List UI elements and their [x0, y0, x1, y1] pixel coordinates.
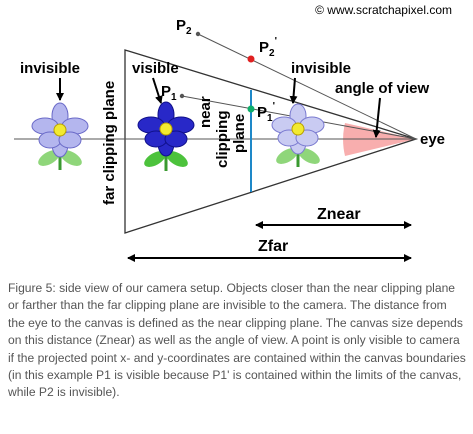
ray-p2	[197, 33, 417, 140]
eye-label: eye	[420, 131, 445, 148]
visible-label: visible	[132, 60, 179, 77]
p1-prime-point	[247, 105, 255, 113]
flower-visible-icon	[137, 101, 195, 171]
angle-of-view-label: angle of view	[335, 80, 430, 97]
p1-point	[179, 93, 185, 99]
p1-prime-label: P1'	[257, 101, 275, 124]
invisible-left-label: invisible	[20, 60, 80, 77]
flower-left-icon	[31, 102, 89, 170]
copyright-text: © www.scratchapixel.com	[315, 3, 452, 17]
near-clipping-plane-line3: plane	[231, 114, 248, 153]
p2-point	[195, 31, 201, 37]
view-frustum	[124, 49, 419, 234]
near-clipping-plane-line2: clipping	[214, 111, 231, 169]
near-clipping-plane-label: near clipping plane	[197, 96, 248, 168]
figure-caption: Figure 5: side view of our camera setup.…	[8, 281, 466, 400]
p2-prime-point	[247, 55, 255, 63]
camera-setup-diagram: © www.scratchapixel.com P2 P2' P1 P1' in…	[14, 3, 452, 262]
visible-arrow	[152, 77, 163, 104]
near-clipping-plane-line1: near	[197, 96, 214, 128]
flower-right-icon	[271, 103, 325, 167]
p2-prime-label: P2'	[259, 36, 277, 59]
invisible-right-label: invisible	[291, 60, 351, 77]
invisible-right-arrow	[289, 77, 298, 104]
znear-label: Znear	[317, 206, 361, 223]
p2-label: P2	[176, 17, 192, 37]
angle-of-view-arrow	[372, 97, 381, 138]
zfar-label: Zfar	[258, 238, 288, 255]
p1-label: P1	[161, 83, 177, 103]
far-clipping-plane-label: far clipping plane	[101, 81, 118, 205]
